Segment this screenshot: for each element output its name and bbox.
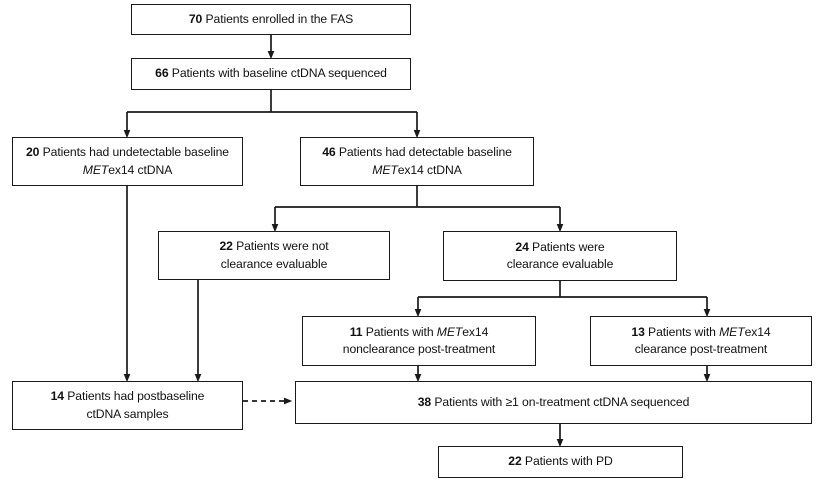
node-label-n66: 66 Patients with baseline ctDNA sequence… — [155, 66, 387, 81]
node-label-n70: 70 Patients enrolled in the FAS — [188, 11, 354, 26]
node-label-n22b: 22 Patients with PD — [508, 454, 613, 469]
node-on-treatment-ctdna-sequenced: 38 Patients with ≥1 on-treatment ctDNA s… — [295, 381, 812, 424]
node-label-n38: 38 Patients with ≥1 on-treatment ctDNA s… — [417, 394, 690, 409]
node-baseline-ctdna-sequenced: 66 Patients with baseline ctDNA sequence… — [131, 58, 411, 90]
node-patients-with-pd: 22 Patients with PD — [438, 446, 683, 478]
node-patients-enrolled-fas: 70 Patients enrolled in the FAS — [131, 4, 411, 35]
